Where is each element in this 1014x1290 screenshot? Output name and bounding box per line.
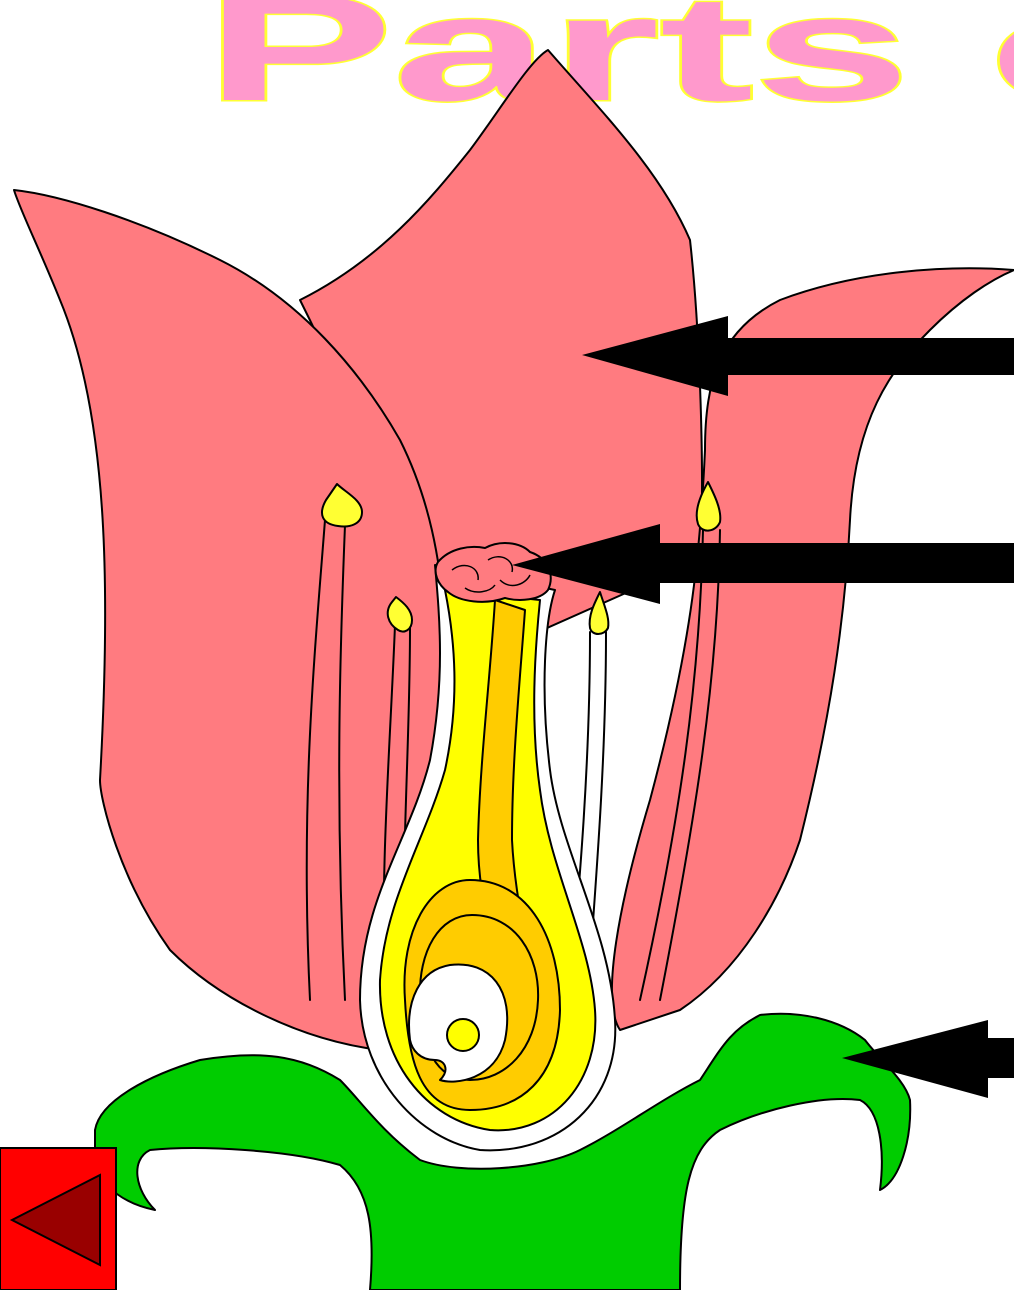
ovule	[447, 1019, 479, 1051]
back-button[interactable]	[0, 1148, 116, 1290]
page-title: Parts of	[205, 0, 1014, 132]
